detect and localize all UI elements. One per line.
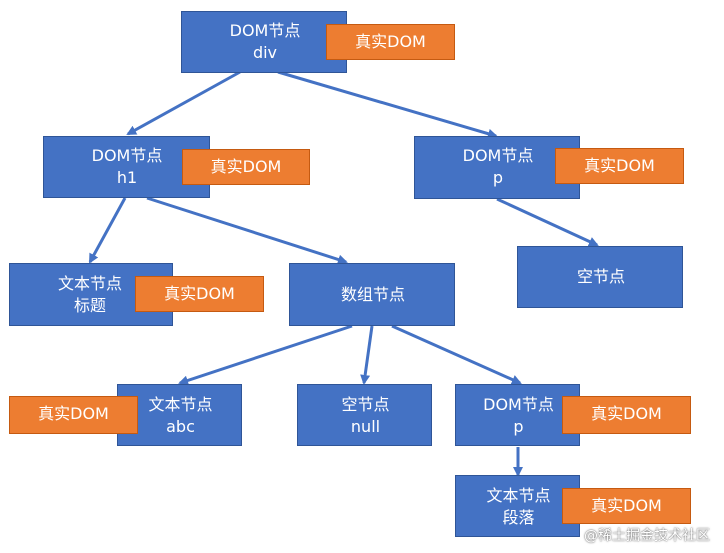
edge-array-to-p-bottom [391, 324, 522, 385]
watermark: @稀土掘金技术社区 [584, 528, 710, 544]
edge-array-to-abc-text [178, 324, 353, 386]
node-name-label: 标题 [73, 296, 106, 315]
node-type-label: DOM节点 [91, 146, 163, 165]
dom-node-p-bottom: DOM节点 p [455, 384, 580, 446]
real-dom-tag-p-bottom: 真实DOM [562, 396, 691, 434]
dom-node-div: DOM节点 div [181, 11, 347, 73]
text-node-title: 文本节点 标题 [9, 263, 173, 326]
node-type-label: 文本节点 [148, 395, 213, 414]
node-name-label: p [513, 417, 524, 436]
node-name-label: 段落 [502, 508, 535, 527]
real-dom-tag-title-text: 真实DOM [135, 276, 264, 312]
node-name-label: div [252, 43, 278, 62]
empty-node-right: 空节点 [517, 246, 683, 308]
real-dom-tag-p-top: 真实DOM [555, 148, 684, 184]
real-dom-tag-div: 真实DOM [326, 24, 455, 60]
node-type-label: 数组节点 [340, 285, 405, 304]
node-type-label: 文本节点 [57, 274, 122, 293]
node-type-label: 空节点 [576, 267, 625, 286]
text-node-paragraph: 文本节点 段落 [455, 475, 580, 537]
edge-p-to-empty [496, 197, 599, 247]
node-type-label: DOM节点 [483, 395, 554, 414]
node-type-label: 空节点 [341, 395, 390, 414]
node-name-label: null [350, 417, 381, 436]
dom-node-p-top: DOM节点 p [414, 136, 580, 199]
edge-div-to-h1 [126, 70, 241, 136]
real-dom-tag-abc-text: 真实DOM [9, 396, 138, 434]
real-dom-tag-paragraph-text: 真实DOM [562, 488, 691, 524]
node-name-label: h1 [116, 168, 138, 187]
real-dom-tag-h1: 真实DOM [182, 149, 310, 185]
edge-array-to-null [360, 325, 374, 385]
node-type-label: DOM节点 [229, 21, 301, 40]
array-node: 数组节点 [289, 263, 455, 326]
edge-div-to-p [277, 70, 498, 139]
node-type-label: DOM节点 [462, 146, 534, 165]
edge-h1-to-title-text [88, 197, 127, 264]
node-name-label: abc [166, 417, 195, 436]
node-type-label: 文本节点 [486, 486, 551, 505]
node-name-label: p [492, 168, 504, 187]
empty-node-null: 空节点 null [297, 384, 432, 446]
edge-h1-to-array [146, 196, 348, 265]
